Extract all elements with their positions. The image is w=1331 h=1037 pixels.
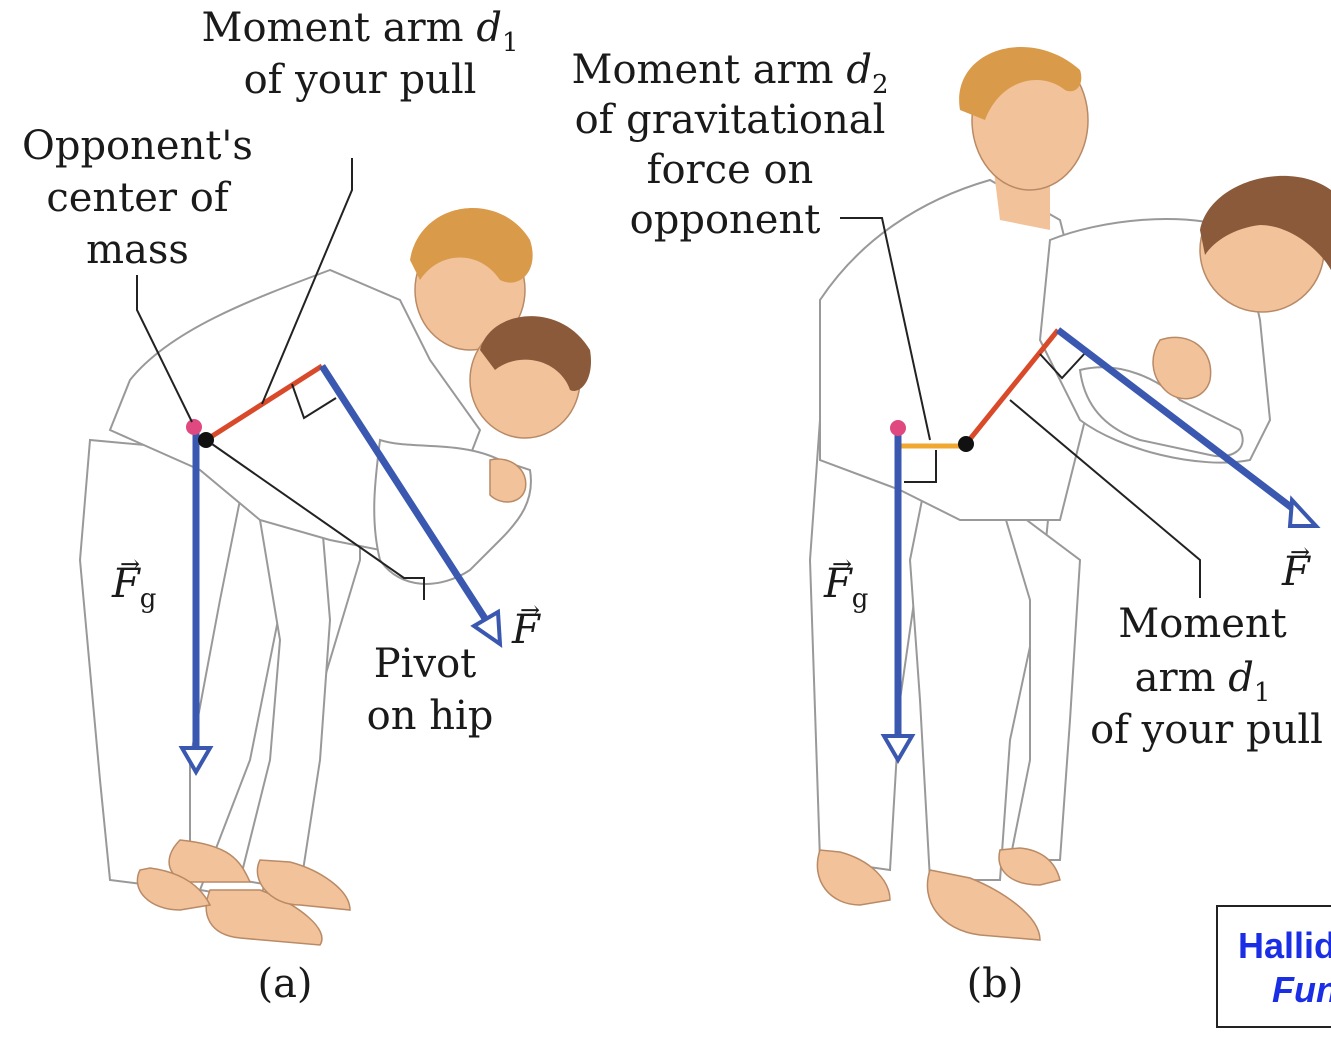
vector-arrow-fg-a: →: [120, 538, 140, 590]
label-gravitational-2: force on: [560, 144, 900, 196]
label-your-pull-a: of your pull: [190, 54, 530, 106]
moment-arm-d2-var: d: [846, 47, 872, 93]
fg-a-sub: g: [140, 584, 157, 614]
moment-arm-var: d: [476, 5, 502, 51]
opponent-a-hand: [490, 459, 526, 502]
label-gravitational-3: opponent: [600, 194, 850, 246]
label-gravitational-1: of gravitational: [560, 94, 900, 146]
moment-b-var: d: [1228, 655, 1254, 701]
credit-line-2: Fun: [1272, 969, 1331, 1011]
panel-b-caption: (b): [967, 961, 1024, 1007]
label-moment-b-1: Moment: [1090, 598, 1315, 650]
fg-b-sub: g: [852, 584, 869, 614]
label-opponent-com-1: Opponent's: [0, 120, 275, 172]
label-opponent-com-2: center of: [0, 172, 275, 224]
label-pivot-2: on hip: [340, 690, 520, 742]
credit-line-1: Hallid: [1238, 925, 1331, 967]
panel-a-caption: (a): [257, 961, 312, 1007]
pivot-dot-b: [958, 436, 974, 452]
label-f-a: → F: [512, 604, 562, 656]
label-opponent-com-3: mass: [0, 224, 275, 276]
label-fg-b: → Fg: [824, 558, 904, 625]
vector-arrow-f-b: →: [1290, 526, 1310, 578]
moment-b-arm-text: arm: [1135, 655, 1216, 701]
label-pivot-1: Pivot: [340, 638, 510, 690]
center-of-mass-dot-a: [186, 419, 202, 435]
label-fg-a: → Fg: [112, 558, 192, 625]
moment-arm-d2-text: Moment arm: [572, 47, 834, 93]
label-panel-a: (a): [230, 958, 340, 1010]
label-moment-b-3: of your pull: [1084, 704, 1329, 756]
pivot-dot-a: [198, 432, 214, 448]
moment-arm-text: Moment arm: [202, 5, 464, 51]
opponent-a-pants: [80, 440, 240, 890]
label-panel-b: (b): [940, 958, 1050, 1010]
vector-arrow-f-a: →: [520, 584, 540, 636]
label-f-b: → F: [1282, 546, 1327, 598]
vector-arrow-fg-b: →: [832, 538, 852, 590]
force-f-head-b: [1290, 500, 1316, 526]
credit-box: Hallid Fun: [1216, 905, 1331, 1028]
center-of-mass-dot-b: [890, 420, 906, 436]
